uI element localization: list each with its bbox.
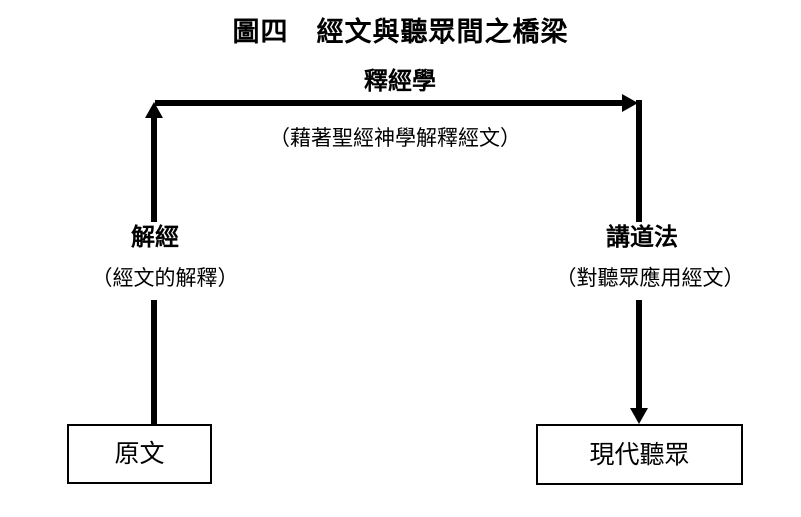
node-box-modern-audience: 現代聽眾	[536, 424, 743, 485]
edge-label-exegesis: 解經	[131, 223, 179, 251]
edge-label-homiletics: 講道法	[606, 223, 678, 251]
edge-label-hermeneutics: 釋經學	[364, 67, 436, 95]
edge-sublabel-hermeneutics: （藉著聖經神學解釋經文）	[269, 126, 521, 150]
node-label-source-text: 原文	[114, 439, 165, 468]
right-arrow-homiletics	[630, 100, 648, 424]
top-arrow-hermeneutics	[155, 94, 638, 112]
node-box-source-text: 原文	[67, 424, 212, 484]
edge-sublabel-homiletics: （對聽眾應用經文）	[555, 266, 745, 290]
node-label-modern-audience: 現代聽眾	[589, 439, 690, 469]
left-arrow-exegesis	[145, 102, 163, 424]
edge-sublabel-exegesis: （經文的解釋）	[91, 266, 239, 290]
diagram-title: 圖四 經文與聽眾間之橋梁	[232, 17, 569, 48]
